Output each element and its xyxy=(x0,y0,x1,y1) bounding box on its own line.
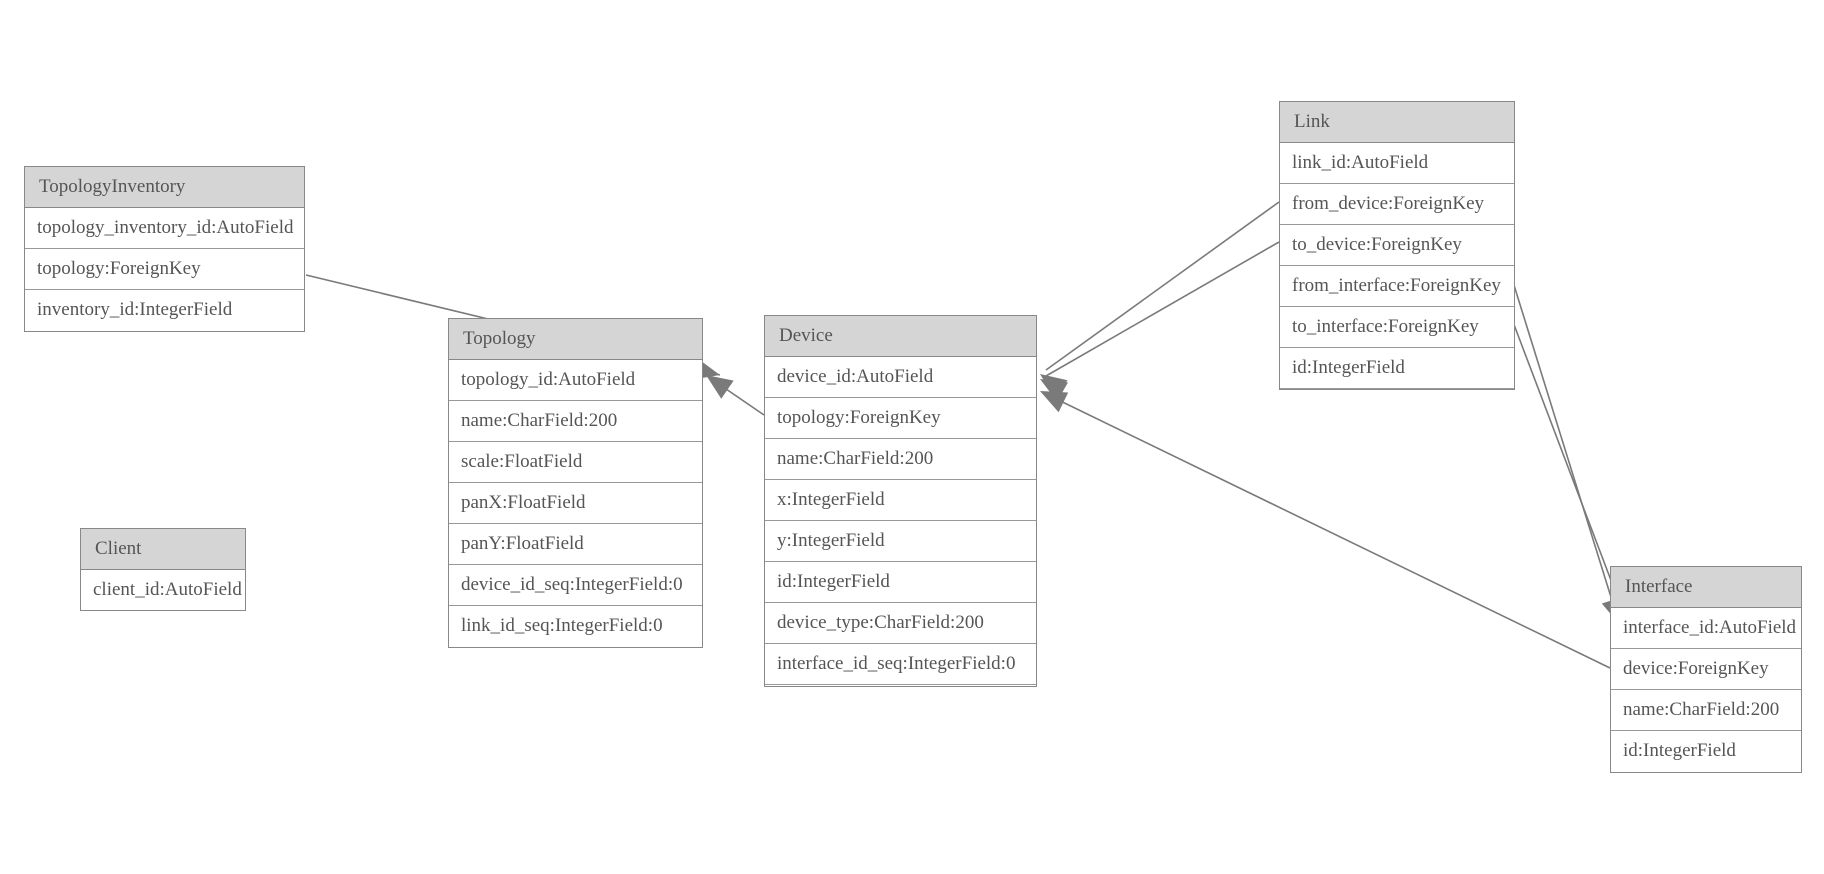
relation-line xyxy=(1045,241,1280,377)
entity-field: panY:FloatField xyxy=(449,524,702,565)
entity-field: from_device:ForeignKey xyxy=(1280,184,1514,225)
entity-field: topology_inventory_id:AutoField xyxy=(25,208,304,249)
entity-field: device_type:CharField:200 xyxy=(765,603,1036,644)
entity-field: inventory_id:IntegerField xyxy=(25,290,304,331)
relation-arrowhead xyxy=(1040,374,1068,399)
entity-field: y:IntegerField xyxy=(765,521,1036,562)
relation-interface-device xyxy=(1040,391,1611,669)
entity-field: device_id_seq:IntegerField:0 xyxy=(449,565,702,606)
entity-title-client: Client xyxy=(81,529,245,570)
entity-field: device_id:AutoField xyxy=(765,357,1036,398)
relation-arrowhead xyxy=(1040,379,1069,402)
relation-arrowhead xyxy=(706,375,734,399)
entity-field: id:IntegerField xyxy=(1611,731,1801,772)
entity-field: id:IntegerField xyxy=(765,562,1036,603)
entity-field: topology:ForeignKey xyxy=(765,398,1036,439)
entity-title-interface: Interface xyxy=(1611,567,1801,608)
relation-device-topology xyxy=(706,375,765,416)
entity-title-topology: Topology xyxy=(449,319,702,360)
relation-line xyxy=(709,377,765,416)
entity-field: to_device:ForeignKey xyxy=(1280,225,1514,266)
relation-line xyxy=(1512,321,1624,613)
entity-title-link: Link xyxy=(1280,102,1514,143)
entity-field: client_id:AutoField xyxy=(81,570,245,610)
entity-field: interface_id:AutoField xyxy=(1611,608,1801,649)
entity-field: name:CharField:200 xyxy=(765,439,1036,480)
entity-field: to_interface:ForeignKey xyxy=(1280,307,1514,348)
entity-field: host_id:IntegerField:0 xyxy=(765,685,1036,686)
relation-link-from-device xyxy=(1040,201,1280,399)
entity-title-topologyinventory: TopologyInventory xyxy=(25,167,304,208)
relation-line xyxy=(1512,281,1616,611)
entity-field: topology_id:AutoField xyxy=(449,360,702,401)
entity-field: link_id:AutoField xyxy=(1280,143,1514,184)
entity-field: panX:FloatField xyxy=(449,483,702,524)
entity-field: link_id_seq:IntegerField:0 xyxy=(449,606,702,647)
entity-field: id:IntegerField xyxy=(1280,348,1514,389)
relation-line xyxy=(1045,201,1280,371)
entity-field: name:CharField:200 xyxy=(1280,389,1514,390)
entity-field: name:CharField:200 xyxy=(449,401,702,442)
entity-field: topology:ForeignKey xyxy=(25,249,304,290)
entity-title-device: Device xyxy=(765,316,1036,357)
entity-field: name:CharField:200 xyxy=(1611,690,1801,731)
entity-field: scale:FloatField xyxy=(449,442,702,483)
entity-field: interface_id_seq:IntegerField:0 xyxy=(765,644,1036,685)
relation-arrowhead xyxy=(1040,391,1069,413)
entity-field: from_interface:ForeignKey xyxy=(1280,266,1514,307)
entity-field: device:ForeignKey xyxy=(1611,649,1801,690)
relation-link-to-device xyxy=(1040,241,1280,402)
entity-field: x:IntegerField xyxy=(765,480,1036,521)
relation-line xyxy=(1045,393,1611,669)
